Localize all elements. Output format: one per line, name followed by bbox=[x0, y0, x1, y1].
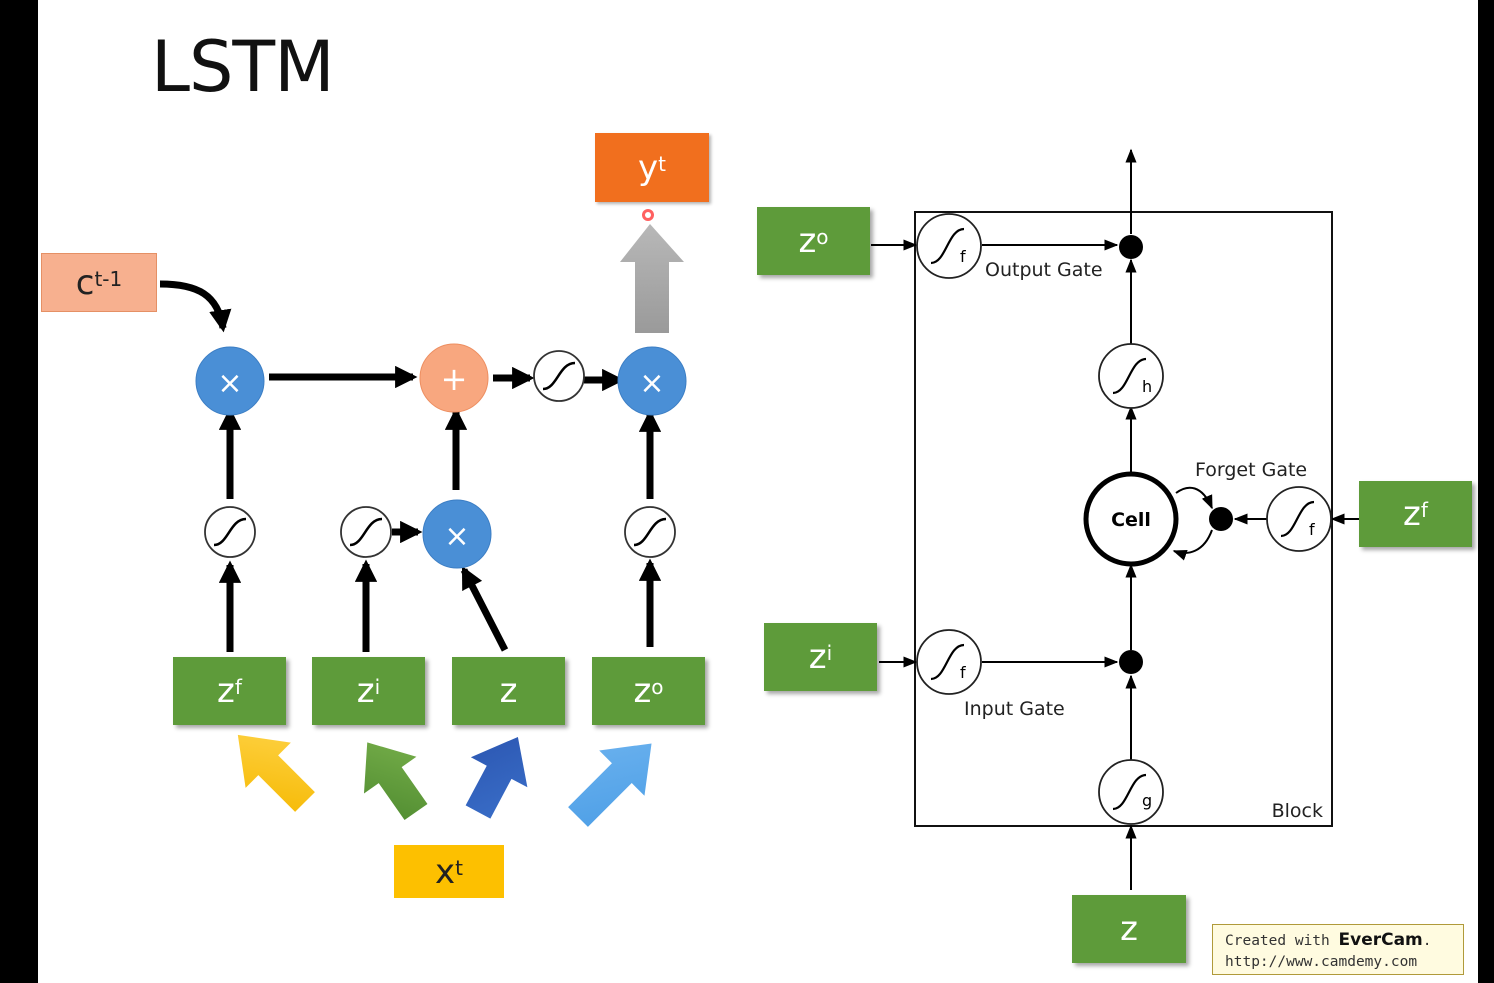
cell-in-activation-icon: g bbox=[1098, 759, 1164, 825]
slide: LSTM bbox=[38, 0, 1478, 983]
cell-loop-out bbox=[1175, 486, 1213, 510]
svg-text:f: f bbox=[960, 663, 966, 682]
input-multiply-symbol: × bbox=[444, 519, 469, 554]
evercam-watermark[interactable]: Created with EverCam. http://www.camdemy… bbox=[1212, 924, 1464, 975]
cursor-dot-center bbox=[645, 212, 651, 218]
forget-multiply-symbol: × bbox=[217, 366, 242, 401]
prev-cell-sup: t-1 bbox=[94, 266, 123, 291]
svg-text:h: h bbox=[1142, 377, 1152, 396]
zo-sup: o bbox=[651, 675, 664, 699]
block-input-z: z bbox=[1072, 895, 1186, 963]
input-multiply-node bbox=[422, 499, 492, 569]
block-z-base: z bbox=[1120, 909, 1138, 949]
zo-base: z bbox=[633, 671, 652, 711]
xt-to-zo-arrow bbox=[568, 743, 652, 827]
watermark-suffix: . bbox=[1422, 933, 1432, 949]
svg-text:g: g bbox=[1142, 791, 1152, 810]
block-zo-base: z bbox=[798, 221, 817, 261]
add-symbol: + bbox=[441, 360, 468, 398]
zf-base: z bbox=[217, 671, 235, 711]
svg-text:f: f bbox=[1309, 520, 1315, 539]
input-gate-label: Input Gate bbox=[964, 698, 1065, 720]
zi-sup: i bbox=[374, 675, 381, 699]
watermark-url[interactable]: http://www.camdemy.com bbox=[1225, 954, 1418, 970]
cell-out-activation-icon: h bbox=[1098, 343, 1164, 409]
sigmoid-cell-out-icon bbox=[533, 350, 585, 402]
block-zf-base: z bbox=[1403, 494, 1421, 534]
output-gate-activation-icon: f bbox=[916, 213, 982, 279]
xt-base: x bbox=[435, 851, 456, 892]
cell-node bbox=[1083, 471, 1179, 567]
z-mult-arrow bbox=[460, 566, 509, 652]
block-label: Block bbox=[1272, 800, 1323, 822]
prev-cell-arrow bbox=[159, 280, 232, 333]
output-multiply-symbol: × bbox=[639, 366, 664, 401]
xt-to-z-arrow bbox=[465, 736, 528, 819]
output-arrow bbox=[620, 224, 684, 333]
sigmoid-forget-icon bbox=[204, 506, 256, 558]
block-zi-sup: i bbox=[826, 641, 833, 665]
prev-cell-base: c bbox=[75, 262, 95, 303]
forget-gate-label: Forget Gate bbox=[1195, 459, 1307, 481]
block-zf-sup: f bbox=[1420, 498, 1428, 522]
svg-text:f: f bbox=[960, 247, 966, 266]
zi-base: z bbox=[356, 671, 375, 711]
zf-sup: f bbox=[234, 675, 242, 699]
sigmoid-input-icon bbox=[340, 506, 392, 558]
xt-sup: t bbox=[455, 855, 463, 880]
slide-title: LSTM bbox=[151, 26, 335, 108]
sigmoid-output-icon bbox=[624, 506, 676, 558]
input-gate-activation-icon: f bbox=[916, 629, 982, 695]
input-mult-dot bbox=[1119, 650, 1143, 674]
output-base: y bbox=[638, 147, 659, 188]
forget-mult-dot bbox=[1209, 507, 1233, 531]
watermark-prefix: Created with bbox=[1225, 933, 1339, 949]
cell-label: Cell bbox=[1111, 509, 1151, 531]
output-sup: t bbox=[658, 151, 666, 176]
input-box-z: z bbox=[452, 657, 565, 725]
add-node bbox=[419, 343, 489, 413]
xt-to-zf-arrow bbox=[237, 734, 315, 812]
forget-gate-activation-icon: f bbox=[1266, 486, 1332, 552]
output-mult-dot bbox=[1119, 235, 1143, 259]
diagram-canvas: × + × × bbox=[159, 148, 1359, 890]
block-zi-base: z bbox=[808, 637, 827, 677]
watermark-brand: EverCam bbox=[1338, 930, 1423, 950]
block-zo-sup: o bbox=[816, 225, 829, 249]
watermark-line-1: Created with EverCam. bbox=[1225, 930, 1463, 952]
xt-to-zi-arrow bbox=[363, 742, 428, 821]
output-gate-label: Output Gate bbox=[985, 259, 1103, 281]
z-base: z bbox=[499, 671, 518, 711]
cell-loop-in bbox=[1172, 529, 1213, 561]
output-multiply-node bbox=[617, 346, 687, 416]
forget-multiply-node bbox=[195, 346, 265, 416]
